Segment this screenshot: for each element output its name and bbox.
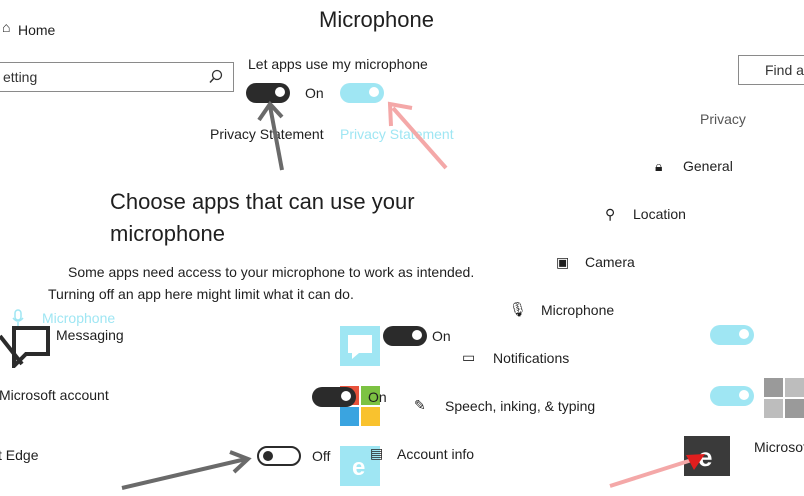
- edge-logo-icon: e: [698, 442, 712, 472]
- right-messaging-toggle[interactable]: [710, 325, 754, 345]
- svg-text:e: e: [698, 442, 712, 472]
- gray-arrow-right: [121, 450, 252, 490]
- master-toggle-blue[interactable]: [340, 83, 384, 103]
- messaging-icon: [0, 326, 50, 368]
- page-title: Microphone: [319, 7, 434, 32]
- find-setting-input[interactable]: Find a: [738, 55, 804, 85]
- nav-item-camera[interactable]: Camera: [585, 254, 635, 270]
- account-info-icon: ▤: [370, 445, 384, 461]
- privacy-section-title: Privacy: [700, 111, 746, 127]
- search-text: etting: [3, 69, 38, 85]
- sidebar-item-microphone[interactable]: Microphone: [42, 310, 116, 326]
- find-setting-placeholder: Find a: [765, 62, 804, 78]
- home-icon: ⌂: [2, 19, 11, 35]
- svg-text:e: e: [352, 454, 365, 481]
- right-account-toggle[interactable]: [710, 386, 754, 406]
- apps-heading: Choose apps that can use your microphone: [110, 189, 415, 246]
- right-edge-tile: e: [684, 436, 730, 476]
- apps-description-line2: Turning off an app here might limit what…: [48, 286, 354, 302]
- master-toggle-dark[interactable]: [246, 83, 290, 103]
- edge-app-tile: e: [340, 446, 380, 486]
- messaging-toggle[interactable]: [383, 326, 427, 346]
- master-toggle-state: On: [305, 85, 324, 101]
- camera-icon: ▣: [556, 254, 570, 270]
- edge-toggle[interactable]: [257, 446, 301, 466]
- nav-item-microphone[interactable]: Microphone: [541, 302, 615, 318]
- nav-item-location[interactable]: Location: [633, 206, 686, 222]
- privacy-statement-text: Privacy Statement: [210, 126, 324, 142]
- right-edge-label: Microsof: [754, 439, 804, 455]
- apps-description-line1: Some apps need access to your microphone…: [68, 264, 475, 280]
- nav-item-notifications[interactable]: Notifications: [493, 350, 570, 366]
- app-name-edge: t Edge: [0, 447, 39, 463]
- notifications-icon: ▭: [462, 349, 476, 365]
- microphone-icon: [12, 309, 24, 326]
- home-link[interactable]: Home: [18, 22, 56, 38]
- nav-item-general[interactable]: General: [683, 158, 733, 174]
- microphone-icon: 🎙︎: [509, 301, 527, 317]
- messaging-toggle-state: On: [432, 328, 451, 344]
- speech-icon: ✎: [414, 397, 426, 413]
- messaging-app-tile: [340, 326, 380, 366]
- master-toggle-label: Let apps use my microphone: [248, 56, 428, 72]
- app-name-messaging: Messaging: [56, 327, 124, 343]
- privacy-statement-link[interactable]: Privacy Statement: [340, 126, 454, 142]
- edge-logo-icon: e: [352, 454, 365, 481]
- lock-icon: 🔒︎: [655, 158, 663, 174]
- edge-toggle-state: Off: [312, 448, 331, 464]
- microsoft-account-toggle[interactable]: [312, 387, 356, 407]
- chat-bubble-icon: [348, 335, 372, 359]
- nav-item-speech[interactable]: Speech, inking, & typing: [445, 398, 596, 414]
- nav-item-account-info[interactable]: Account info: [397, 446, 475, 462]
- settings-search-input[interactable]: etting: [0, 62, 234, 92]
- right-microsoft-tile: [764, 378, 804, 418]
- search-icon[interactable]: [208, 69, 224, 85]
- app-name-microsoft-account: Microsoft account: [0, 387, 109, 403]
- location-icon: ⚲: [605, 206, 616, 222]
- microsoft-logo-icon: [764, 378, 804, 418]
- microsoft-account-toggle-state: On: [368, 389, 387, 405]
